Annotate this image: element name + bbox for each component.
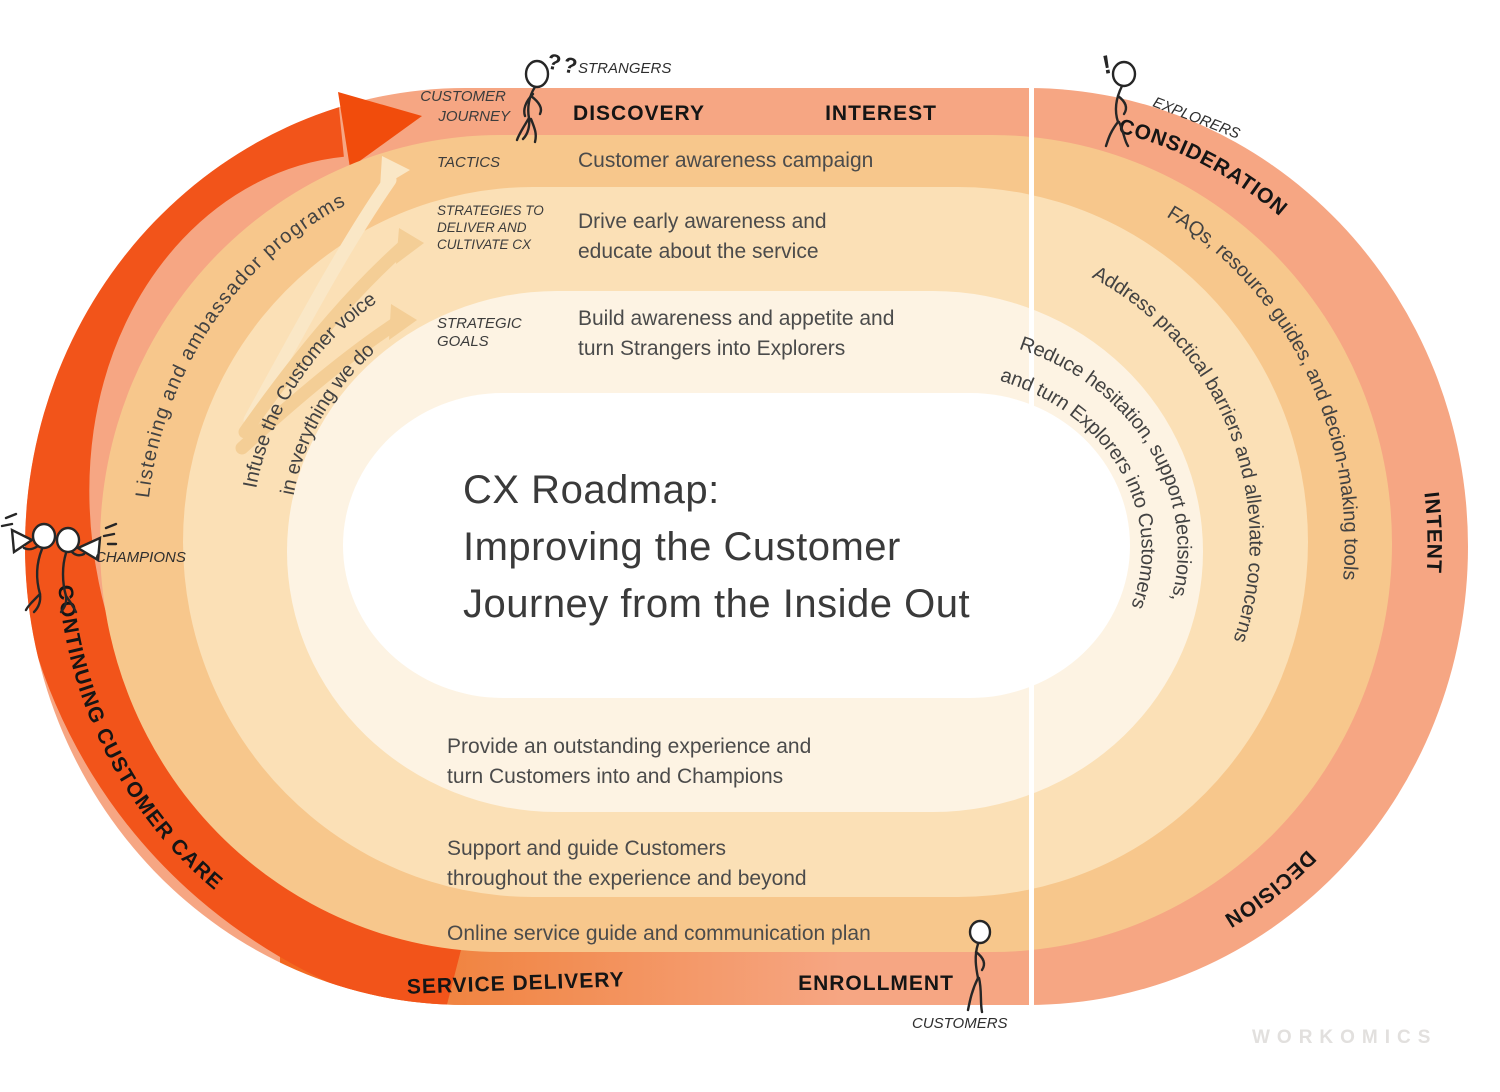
strangers-marks: ?? [545, 48, 582, 79]
stage-interest: INTEREST [825, 102, 937, 125]
loop-arrowhead [338, 92, 422, 168]
workomics-logo: WORKOMICS [1252, 1027, 1437, 1048]
explorers-marks: ! [1100, 49, 1114, 80]
explorers-figure [1104, 60, 1137, 148]
customer-journey-label: CUSTOMER JOURNEY [420, 88, 511, 125]
section-divider [1029, 88, 1034, 1005]
discovery-tactic: Customer awareness campaign [578, 149, 873, 172]
champions-label: CHAMPIONS [95, 549, 186, 566]
stage-enrollment: ENROLLMENT [798, 972, 954, 995]
center-panel [343, 393, 1130, 698]
tactics-label: TACTICS [437, 154, 500, 171]
stage-intent: INTENT [1419, 491, 1445, 574]
discovery-goal: Build awareness and appetite and turn St… [578, 307, 900, 360]
enrollment-tactic: Online service guide and communication p… [447, 922, 871, 945]
customers-label: CUSTOMERS [912, 1015, 1008, 1032]
page-title: CX Roadmap: Improving the Customer Journ… [463, 468, 970, 626]
strategic-goals-label: STRATEGIC GOALS [437, 315, 526, 350]
strategies-label: STRATEGIES TO DELIVER AND CULTIVATE CX [437, 203, 548, 252]
enrollment-goal: Provide an outstanding experience and tu… [447, 735, 817, 788]
stage-discovery: DISCOVERY [573, 102, 705, 125]
discovery-strategy: Drive early awareness and educate about … [578, 210, 832, 263]
strangers-figure [515, 59, 550, 144]
strangers-label: STRANGERS [578, 60, 671, 77]
branch-arrows [235, 156, 424, 455]
enrollment-strategy: Support and guide Customers throughout t… [447, 837, 807, 890]
customers-figure [966, 919, 992, 1014]
champions-figures [0, 512, 118, 614]
